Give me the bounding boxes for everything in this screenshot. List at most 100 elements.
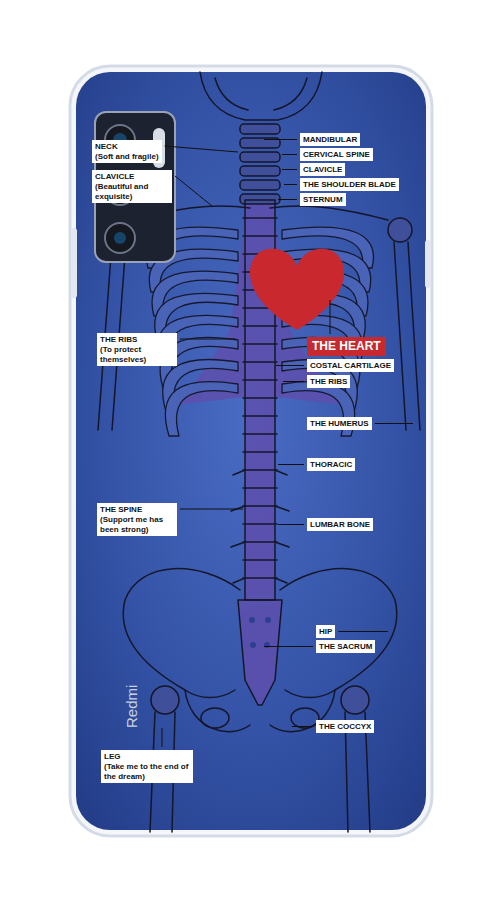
label-heading: LEG bbox=[104, 752, 190, 762]
leader-line bbox=[278, 464, 304, 465]
spine-fill bbox=[238, 600, 282, 705]
brand-logo: Redmi bbox=[124, 685, 141, 728]
leader-line bbox=[284, 184, 297, 185]
label-heading: THE RIBS bbox=[100, 335, 174, 345]
label-heading: THE SPINE bbox=[100, 505, 174, 515]
sacrum-holes bbox=[249, 617, 255, 623]
leader-line bbox=[282, 154, 297, 155]
leader-line bbox=[282, 169, 297, 170]
part-label: CERVICAL SPINE bbox=[300, 148, 373, 161]
part-label: THE SACRUM bbox=[316, 640, 375, 653]
label-heading: LUMBAR BONE bbox=[310, 520, 370, 530]
skeleton-lines bbox=[240, 194, 280, 204]
leader-lines bbox=[162, 140, 413, 748]
skeleton-lines bbox=[200, 72, 322, 120]
leader-line bbox=[180, 509, 243, 510]
camera-module bbox=[114, 232, 126, 244]
leader-line bbox=[165, 146, 238, 152]
label-heading: THE RIBS bbox=[310, 377, 347, 387]
part-label: THE HUMERUS bbox=[307, 417, 372, 430]
sacrum-holes bbox=[249, 617, 271, 648]
skeleton-lines bbox=[238, 600, 282, 705]
case-body bbox=[425, 240, 431, 288]
leader-line bbox=[278, 199, 297, 200]
label-heading: THORACIC bbox=[310, 460, 352, 470]
part-label: THE SHOULDER BLADE bbox=[300, 178, 399, 191]
note-label: LEG(Take me to the end of the dream) bbox=[101, 750, 193, 783]
case-body bbox=[76, 72, 426, 830]
sacrum-holes bbox=[250, 642, 256, 648]
label-note: (Soft and fragile) bbox=[95, 152, 159, 162]
leader-line bbox=[283, 381, 304, 382]
skeleton-lines bbox=[240, 180, 280, 190]
label-note: (To protect themselves) bbox=[100, 345, 174, 365]
note-label: CLAVICLE(Beautiful and exquisite) bbox=[92, 170, 172, 203]
skeleton-lines bbox=[151, 686, 179, 714]
leader-line bbox=[162, 728, 163, 747]
rib-shape bbox=[165, 382, 238, 436]
skeleton-lines bbox=[201, 708, 229, 728]
leader-line bbox=[264, 646, 313, 647]
leader-line bbox=[175, 176, 212, 206]
skeleton-lines bbox=[123, 569, 240, 698]
label-heading: THE HEART bbox=[312, 339, 381, 354]
part-label: MANDIBULAR bbox=[300, 133, 360, 146]
case-body bbox=[70, 66, 432, 836]
skeleton-lines bbox=[394, 242, 420, 430]
skeleton-lines bbox=[215, 78, 307, 110]
note-label: NECK(Soft and fragile) bbox=[92, 140, 162, 163]
part-label: HIP bbox=[316, 625, 335, 638]
skeleton-lines bbox=[341, 686, 369, 714]
skeleton-lines bbox=[231, 470, 289, 583]
skeleton-lines bbox=[291, 708, 319, 728]
skeleton-lines bbox=[280, 569, 397, 698]
label-heading: THE SACRUM bbox=[319, 642, 372, 652]
leader-line bbox=[375, 423, 413, 424]
skeleton-lines bbox=[185, 690, 335, 732]
skeleton-lines bbox=[240, 152, 280, 162]
label-heading: THE SHOULDER BLADE bbox=[303, 180, 396, 190]
label-heading: CLAVICLE bbox=[303, 165, 342, 175]
label-note: (Take me to the end of the dream) bbox=[104, 762, 190, 782]
leader-line bbox=[330, 300, 331, 334]
part-label: THORACIC bbox=[307, 458, 355, 471]
skeleton-lines bbox=[240, 124, 280, 134]
sacrum-holes bbox=[264, 642, 270, 648]
leader-line bbox=[180, 339, 236, 340]
leader-line bbox=[338, 631, 388, 632]
label-heading: STERNUM bbox=[303, 195, 343, 205]
skeleton-lines bbox=[270, 206, 388, 220]
note-label: THE SPINE(Support me has been strong) bbox=[97, 503, 177, 536]
part-label: LUMBAR BONE bbox=[307, 518, 373, 531]
part-label: THE RIBS bbox=[307, 375, 350, 388]
label-heading: NECK bbox=[95, 142, 159, 152]
label-heading: MANDIBULAR bbox=[303, 135, 357, 145]
part-label: STERNUM bbox=[300, 193, 346, 206]
skeleton-lines bbox=[388, 218, 412, 242]
label-heading: CERVICAL SPINE bbox=[303, 150, 370, 160]
leader-line bbox=[278, 524, 304, 525]
label-heading: CLAVICLE bbox=[95, 172, 169, 182]
leader-line bbox=[264, 139, 297, 140]
case-body bbox=[71, 228, 77, 298]
leader-line bbox=[292, 726, 313, 727]
leader-line bbox=[276, 365, 304, 366]
sacrum-holes bbox=[265, 617, 271, 623]
part-label: COSTAL CARTILAGE bbox=[307, 359, 394, 372]
case-body bbox=[70, 66, 432, 836]
label-heading: COSTAL CARTILAGE bbox=[310, 361, 391, 371]
label-heading: THE HUMERUS bbox=[310, 419, 369, 429]
part-label: CLAVICLE bbox=[300, 163, 345, 176]
label-heading: HIP bbox=[319, 627, 332, 637]
camera-module bbox=[105, 223, 135, 253]
heart-label: THE HEART bbox=[307, 337, 386, 356]
label-note: (Support me has been strong) bbox=[100, 515, 174, 535]
rib-shape bbox=[147, 227, 374, 436]
label-note: (Beautiful and exquisite) bbox=[95, 182, 169, 202]
skeleton-lines bbox=[240, 166, 280, 176]
part-label: THE COCCYX bbox=[316, 720, 374, 733]
label-heading: THE COCCYX bbox=[319, 722, 371, 732]
note-label: THE RIBS(To protect themselves) bbox=[97, 333, 177, 366]
